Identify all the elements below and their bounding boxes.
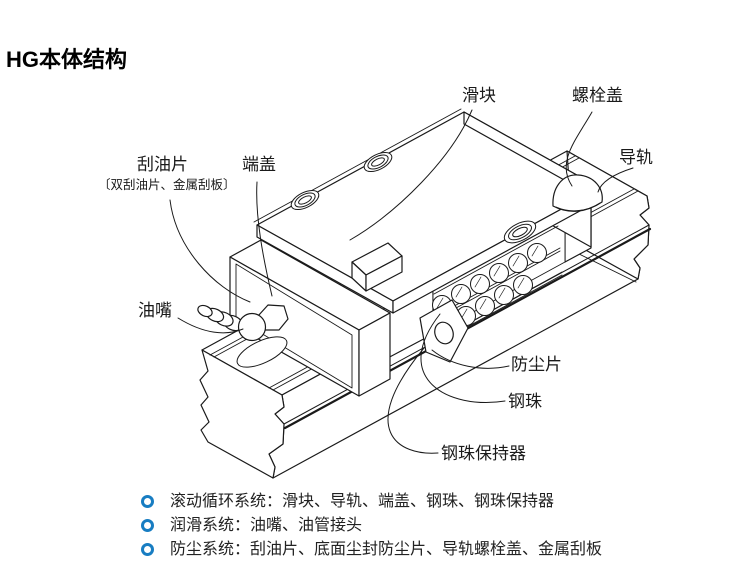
leader-lines <box>169 109 634 454</box>
retainer-end-plate-drawing <box>351 242 403 292</box>
end-cap-drawing <box>229 239 391 397</box>
legend-item-rolling: 滚动循环系统：滑块、导轨、端盖、钢珠、钢珠保持器 <box>141 492 602 511</box>
legend-text: 滚动循环系统：滑块、导轨、端盖、钢珠、钢珠保持器 <box>170 493 555 510</box>
label-ball-retainer: 钢珠保持器 <box>441 444 526 463</box>
label-oil-scraper: 刮油片 <box>137 155 188 174</box>
bullet-icon <box>141 519 154 533</box>
label-steel-ball: 钢珠 <box>508 392 542 411</box>
bolt-cover-drawing <box>552 174 603 212</box>
system-legend: 滚动循环系统：滑块、导轨、端盖、钢珠、钢珠保持器 润滑系统：油嘴、油管接头 防尘… <box>141 492 602 565</box>
mounting-hole-icons <box>290 151 537 244</box>
legend-item-dustproof: 防尘系统：刮油片、底面尘封防尘片、导轨螺栓盖、金属刮板 <box>141 540 602 559</box>
label-grease-nipple: 油嘴 <box>138 301 172 320</box>
legend-text: 润滑系统：油嘴、油管接头 <box>170 517 363 535</box>
legend-text: 防尘系统：刮油片、底面尘封防尘片、导轨螺栓盖、金属刮板 <box>170 541 603 559</box>
label-rail: 导轨 <box>619 148 653 167</box>
retainer-bracket-drawing <box>419 299 469 363</box>
label-bolt-cover: 螺栓盖 <box>572 86 623 105</box>
label-oil-scraper-sub: 〔双刮油片、金属刮板〕 <box>98 178 236 192</box>
label-end-cap: 端盖 <box>242 155 276 174</box>
legend-item-lubrication: 润滑系统：油嘴、油管接头 <box>141 516 602 535</box>
page-title: HG本体结构 <box>6 47 128 72</box>
grease-nipple-drawing <box>197 304 289 368</box>
label-dust-seal: 防尘片 <box>511 355 562 374</box>
bullet-icon <box>141 495 154 508</box>
label-slider: 滑块 <box>462 86 496 105</box>
bullet-icon <box>141 543 154 557</box>
